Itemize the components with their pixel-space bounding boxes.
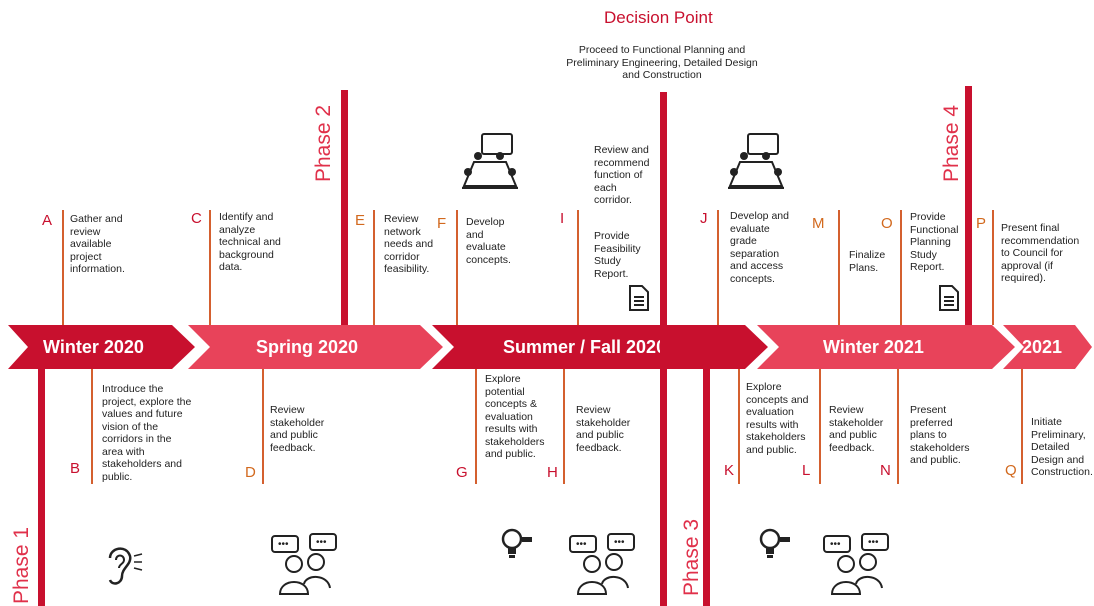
milestone-d-text: Review stakeholder and public feedback.: [270, 404, 325, 454]
milestone-c-line: [209, 210, 211, 325]
milestone-n-text: Present preferred plans to stakeholders …: [910, 404, 970, 466]
segment-2021-shape: [1003, 325, 1092, 369]
document-icon: [629, 285, 649, 311]
segment-label-winter-2021: Winter 2021: [823, 337, 924, 357]
svg-text:•••: •••: [614, 537, 625, 548]
phase-4-label: Phase 4: [940, 104, 963, 182]
milestone-j-letter: J: [700, 210, 708, 227]
svg-text:•••: •••: [576, 539, 587, 550]
phase-3-bar: [703, 369, 710, 606]
milestone-b-text: Introduce the project, explore the value…: [102, 383, 192, 483]
milestone-q-text: Initiate Preliminary, Detailed Design an…: [1031, 416, 1093, 478]
decision-point-subtitle: Proceed to Functional Planning and Preli…: [566, 44, 758, 81]
segment-spring-2020-shape: [188, 325, 443, 369]
milestone-d-line: [262, 369, 264, 484]
milestone-l-line: [819, 369, 821, 484]
milestone-e-letter: E: [355, 212, 366, 229]
milestone-i-text-2: Provide Feasibility Study Report.: [594, 230, 641, 280]
phase-2-bar: [341, 90, 348, 325]
milestone-m-text: Finalize Plans.: [849, 249, 886, 274]
milestone-c-letter: C: [191, 210, 202, 227]
milestone-k-letter: K: [724, 462, 735, 479]
milestone-n-letter: N: [880, 462, 891, 479]
milestone-n-line: [897, 369, 899, 484]
svg-text:•••: •••: [830, 539, 841, 550]
document-icon: [939, 285, 959, 311]
segment-label-2021: 2021: [1022, 337, 1063, 357]
milestone-p-letter: P: [976, 215, 987, 232]
milestone-p-text: Present final recommendation to Council …: [1001, 222, 1080, 284]
milestone-d-letter: D: [245, 464, 256, 481]
milestone-a-letter: A: [42, 212, 53, 229]
segment-summer-fall-2020-shape: [432, 325, 768, 369]
svg-text:•••: •••: [868, 537, 879, 548]
decision-point-title: Decision Point: [604, 8, 713, 27]
milestone-h-letter: H: [547, 464, 558, 481]
ear-icon: [108, 547, 143, 585]
phase-1-bar: [38, 369, 45, 606]
milestone-m-line: [838, 210, 840, 325]
segment-winter-2021-shape: [757, 325, 1015, 369]
decision-point-bar: [660, 92, 667, 606]
meeting-table-icon: [728, 133, 784, 189]
milestone-e-text: Review network needs and corridor feasib…: [384, 213, 434, 275]
milestone-f-line: [456, 210, 458, 325]
segment-label-summer-fall-2020: Summer / Fall 2020: [503, 337, 667, 357]
milestone-j-line: [717, 210, 719, 325]
people-speech-icon: ••• •••: [823, 533, 889, 595]
segment-label-winter-2020: Winter 2020: [43, 337, 144, 357]
people-speech-icon: ••• •••: [271, 533, 337, 595]
phase-4-bar: [965, 86, 972, 325]
milestone-o-letter: O: [881, 215, 893, 232]
meeting-table-icon: [462, 133, 518, 189]
milestone-g-text: Explore potential concepts & evaluation …: [485, 373, 545, 460]
segment-label-spring-2020: Spring 2020: [256, 337, 359, 357]
milestone-q-letter: Q: [1005, 462, 1017, 479]
milestone-h-text: Review stakeholder and public feedback.: [576, 404, 631, 454]
milestone-a-text: Gather and review available project info…: [70, 213, 125, 275]
milestone-g-line: [475, 369, 477, 484]
milestone-o-line: [900, 210, 902, 325]
milestone-m-letter: M: [812, 215, 825, 232]
svg-text:•••: •••: [316, 537, 327, 548]
milestone-a-line: [62, 210, 64, 325]
milestone-j-text: Develop and evaluate grade separation an…: [730, 210, 789, 285]
phase-3-label: Phase 3: [680, 518, 703, 596]
milestone-b-line: [91, 369, 93, 484]
milestone-g-letter: G: [456, 464, 468, 481]
milestone-h-line: [563, 369, 565, 484]
phase-1-label: Phase 1: [10, 526, 33, 604]
milestone-l-letter: L: [802, 462, 811, 479]
milestone-q-line: [1021, 369, 1023, 484]
segment-winter-2020-shape: [8, 325, 195, 369]
milestone-k-text: Explore concepts and evaluation results …: [746, 381, 809, 456]
milestone-i-text-1: Review and recommend function of each co…: [594, 144, 650, 206]
milestone-e-line: [373, 210, 375, 325]
lightbulb-icon: [759, 528, 790, 558]
milestone-c-text: Identify and analyze technical and backg…: [219, 211, 281, 273]
milestone-i-line: [577, 210, 579, 325]
milestone-o-text: Provide Functional Planning Study Report…: [910, 211, 959, 273]
milestone-i-letter: I: [560, 210, 565, 227]
phase-2-label: Phase 2: [312, 104, 335, 182]
svg-text:•••: •••: [278, 539, 289, 550]
milestone-f-text: Develop and evaluate concepts.: [466, 216, 511, 266]
milestone-k-line: [738, 369, 740, 484]
people-speech-icon: ••• •••: [569, 533, 635, 595]
lightbulb-icon: [501, 528, 532, 558]
milestone-l-text: Review stakeholder and public feedback.: [829, 404, 884, 454]
milestone-f-letter: F: [437, 215, 447, 232]
milestone-p-line: [992, 210, 994, 325]
milestone-b-letter: B: [70, 460, 81, 477]
